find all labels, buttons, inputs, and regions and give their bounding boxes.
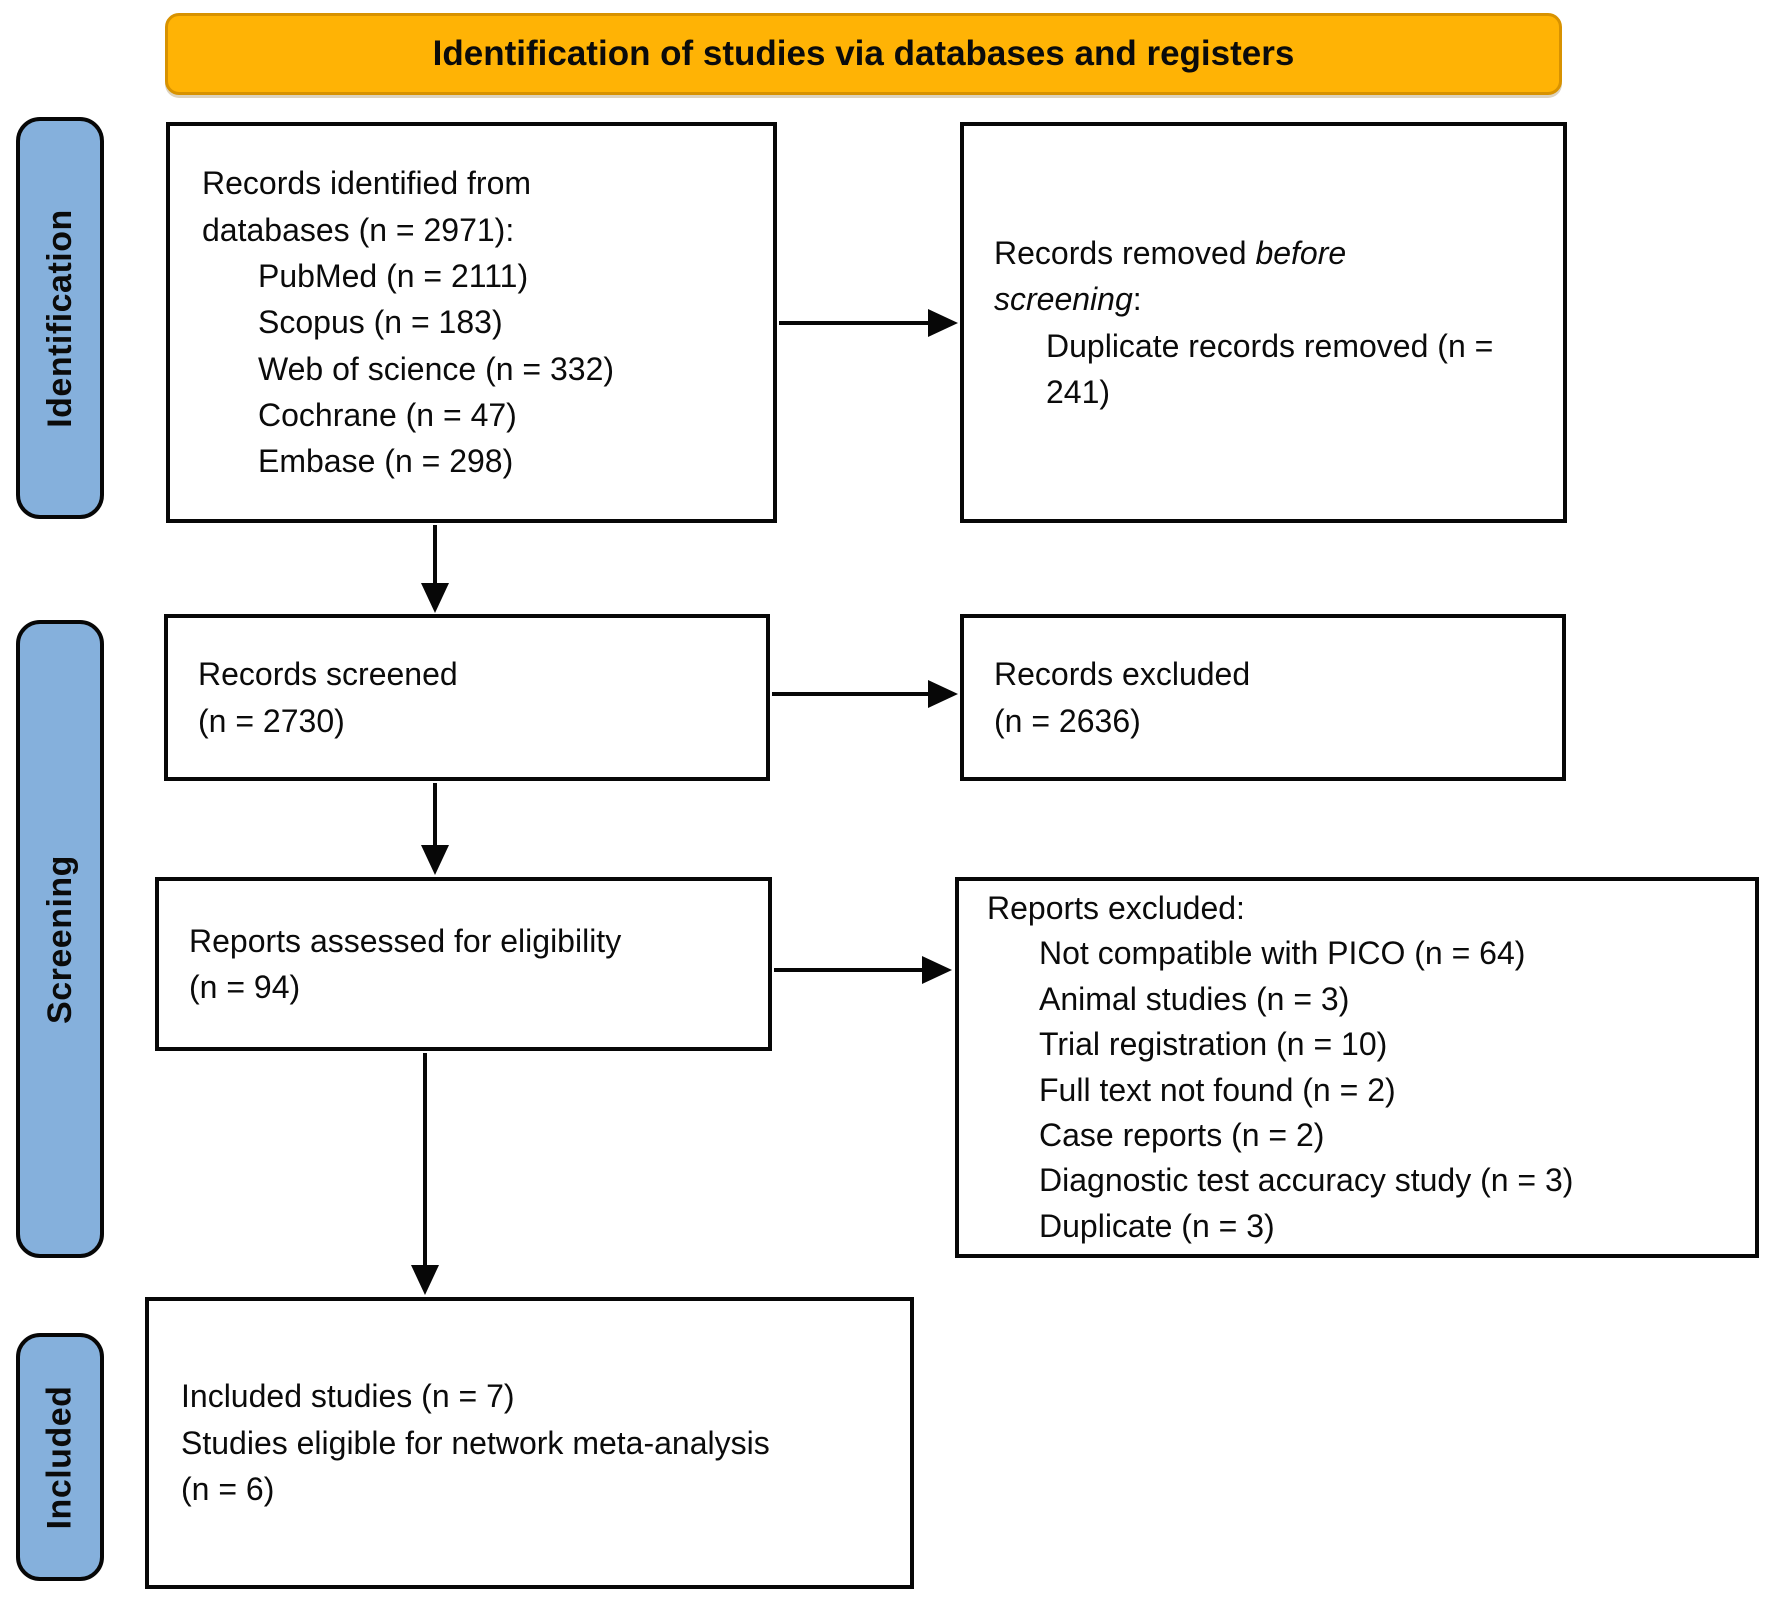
- database-item: PubMed (n = 2111): [258, 257, 529, 294]
- stage-tab-included-label: Included: [40, 1385, 79, 1529]
- records-screened-line1: Records screened: [198, 656, 458, 693]
- reports-assessed-line2: (n = 94): [189, 969, 301, 1005]
- arrow-assessed-to-reports-excluded: [774, 956, 952, 984]
- reports-excluded-header: Reports excluded:: [987, 889, 1245, 926]
- box-included-studies: Included studies (n = 7) Studies eligibl…: [145, 1297, 914, 1589]
- records-removed-line1-normal: Records removed: [994, 234, 1256, 271]
- exclusion-item: Trial registration (n = 10): [1039, 1026, 1388, 1063]
- records-removed-line1-italic: before: [1255, 234, 1347, 271]
- exclusion-item: Full text not found (n = 2): [1039, 1071, 1396, 1108]
- included-studies-line3: (n = 6): [181, 1471, 275, 1508]
- database-item: Web of science (n = 332): [258, 350, 615, 387]
- exclusion-item: Duplicate (n = 3): [1039, 1207, 1275, 1244]
- box-records-removed: Records removed before screening: Duplic…: [960, 122, 1567, 523]
- database-item: Embase (n = 298): [258, 443, 514, 480]
- records-identified-line2: databases (n = 2971):: [202, 211, 515, 248]
- arrow-identified-to-screened: [421, 525, 449, 613]
- stage-tab-identification-label: Identification: [40, 208, 79, 428]
- database-item: Cochrane (n = 47): [258, 397, 517, 434]
- box-records-identified: Records identified from databases (n = 2…: [166, 122, 777, 523]
- records-removed-item: Duplicate records removed (n = 241): [1046, 327, 1494, 410]
- box-records-screened: Records screened (n = 2730): [164, 614, 770, 781]
- included-studies-line1: Included studies (n = 7): [181, 1378, 515, 1415]
- box-reports-excluded: Reports excluded: Not compatible with PI…: [955, 877, 1759, 1258]
- arrow-assessed-to-included: [411, 1053, 439, 1295]
- records-screened-line2: (n = 2730): [198, 702, 345, 739]
- box-records-excluded: Records excluded (n = 2636): [960, 614, 1566, 781]
- box-reports-assessed: Reports assessed for eligibility (n = 94…: [155, 877, 772, 1051]
- records-removed-line2: screening:: [994, 276, 1551, 322]
- arrow-identified-to-removed: [779, 309, 958, 337]
- header-banner: Identification of studies via databases …: [165, 13, 1562, 95]
- stage-tab-included: Included: [16, 1333, 104, 1581]
- records-identified-line1: Records identified from: [202, 165, 532, 202]
- stage-tab-screening: Screening: [16, 620, 104, 1258]
- records-excluded-line2: (n = 2636): [994, 702, 1141, 739]
- exclusion-item: Case reports (n = 2): [1039, 1116, 1325, 1153]
- exclusion-item: Animal studies (n = 3): [1039, 980, 1350, 1017]
- stage-tab-screening-label: Screening: [40, 854, 79, 1024]
- arrow-screened-to-excluded: [772, 680, 958, 708]
- banner-title: Identification of studies via databases …: [432, 34, 1295, 73]
- reports-assessed-line1: Reports assessed for eligibility: [189, 922, 622, 959]
- exclusion-item: Not compatible with PICO (n = 64): [1039, 935, 1526, 972]
- records-removed-line2-italic: screening: [994, 281, 1133, 318]
- records-removed-line1: Records removed before: [994, 230, 1551, 276]
- records-removed-line2-normal: :: [1132, 281, 1142, 318]
- records-excluded-line1: Records excluded: [994, 656, 1251, 693]
- arrow-screened-to-assessed: [421, 783, 449, 875]
- stage-tab-identification: Identification: [16, 117, 104, 519]
- exclusion-item: Diagnostic test accuracy study (n = 3): [1039, 1162, 1574, 1199]
- database-item: Scopus (n = 183): [258, 304, 503, 341]
- included-studies-line2: Studies eligible for network meta-analys…: [181, 1424, 770, 1461]
